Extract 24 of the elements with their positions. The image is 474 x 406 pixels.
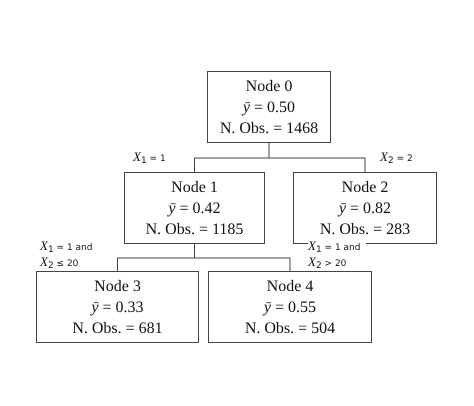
mean-value: ȳ = 0.55	[264, 298, 316, 318]
edge-label: X$_{2}$ = 2	[380, 150, 413, 166]
edge-label: X$_{1}$ = 1 and X$_{2}$ > 20	[308, 239, 366, 271]
node-title: Node 4	[266, 276, 314, 296]
mean-value: ȳ = 0.42	[168, 198, 221, 218]
tree-node-box	[124, 172, 265, 244]
mean-value: ȳ = 0.33	[91, 298, 144, 318]
node-title: Node 0	[246, 76, 292, 96]
node-title: Node 1	[171, 178, 218, 198]
observation-count: N. Obs. = 681	[72, 318, 163, 338]
tree-node-box	[208, 271, 372, 343]
connector-line	[194, 244, 290, 272]
tree-node-box	[36, 271, 199, 343]
mean-value: ȳ = 0.82	[338, 198, 392, 218]
mean-value: ȳ = 0.50	[242, 98, 296, 118]
node-title: Node 3	[94, 276, 141, 296]
observation-count: N. Obs. = 504	[244, 318, 336, 338]
edge-label: X$_{1}$ = 1	[133, 150, 166, 166]
observation-count: N. Obs. = 283	[320, 220, 410, 240]
connector-line	[268, 142, 366, 172]
tree-node-box	[207, 71, 331, 143]
observation-count: N. Obs. = 1468	[220, 118, 318, 138]
node-title: Node 2	[342, 178, 388, 198]
observation-count: N. Obs. = 1185	[146, 220, 244, 240]
